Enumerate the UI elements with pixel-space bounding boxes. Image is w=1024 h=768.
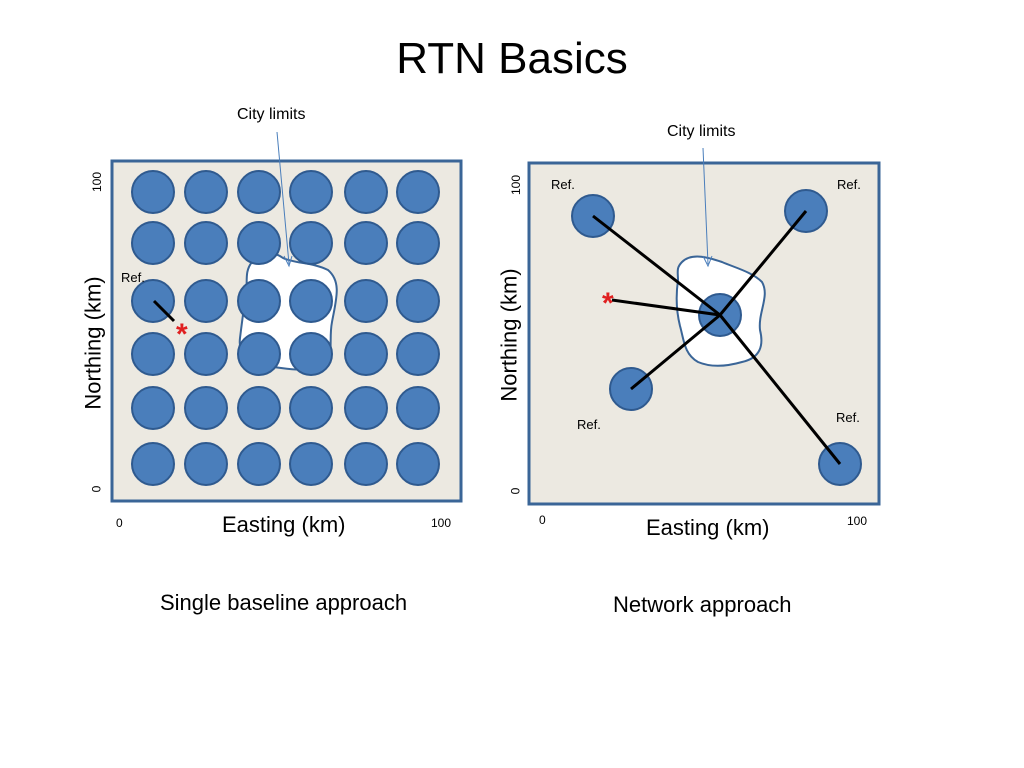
slide-title: RTN Basics	[396, 34, 628, 83]
left-ref-station	[289, 332, 333, 376]
left-ref-station	[344, 332, 388, 376]
right-ref-label-sw: Ref.	[577, 417, 601, 432]
left-ref-station	[344, 279, 388, 323]
right-x-tick-max: 100	[847, 514, 868, 528]
left-x-axis-label: Easting (km)	[222, 512, 346, 537]
left-ref-station	[396, 279, 440, 323]
left-ref-station	[237, 221, 281, 265]
left-y-tick-max: 100	[90, 171, 105, 193]
right-ref-label-nw: Ref.	[551, 177, 575, 192]
right-baseline-se	[718, 314, 842, 465]
right-ref-label-ne: Ref.	[837, 177, 861, 192]
left-ref-station	[396, 332, 440, 376]
right-x-axis-label: Easting (km)	[646, 515, 770, 540]
left-x-tick-max: 100	[431, 516, 452, 530]
left-ref-station	[184, 332, 228, 376]
left-x-tick-min: 0	[116, 516, 123, 530]
left-ref-station	[131, 442, 175, 486]
left-panel	[110, 131, 463, 503]
right-caption: Network approach	[613, 592, 792, 617]
left-ref-station	[344, 386, 388, 430]
left-ref-station	[237, 170, 281, 214]
left-ref-station	[344, 221, 388, 265]
left-ref-station	[289, 279, 333, 323]
left-ref-station	[289, 386, 333, 430]
left-ref-station	[184, 170, 228, 214]
left-station-grid-overlay	[237, 221, 333, 376]
left-ref-station	[289, 170, 333, 214]
left-ref-station	[237, 442, 281, 486]
left-ref-station	[184, 221, 228, 265]
left-y-tick-min: 0	[89, 485, 104, 493]
left-ref-station	[131, 332, 175, 376]
left-ref-station	[131, 170, 175, 214]
right-rover-marker: *	[602, 287, 614, 320]
left-city-pointer	[276, 131, 290, 265]
left-ref-station	[131, 221, 175, 265]
left-ref-station	[289, 221, 333, 265]
right-rover-line	[611, 298, 721, 317]
left-ref-station	[344, 170, 388, 214]
left-caption: Single baseline approach	[160, 590, 408, 615]
left-ref-station	[237, 279, 281, 323]
right-y-tick-max: 100	[509, 174, 524, 196]
right-baseline-sw	[630, 313, 721, 391]
left-ref-station	[184, 386, 228, 430]
left-ref-station	[237, 332, 281, 376]
left-ref-station	[184, 442, 228, 486]
right-y-axis-label: Northing (km)	[496, 268, 522, 402]
left-ref-station	[184, 279, 228, 323]
left-ref-station	[396, 221, 440, 265]
right-city-limits-label: City limits	[667, 123, 736, 140]
right-panel	[527, 147, 881, 506]
left-ref-station	[396, 170, 440, 214]
left-ref-station	[289, 442, 333, 486]
left-ref-station	[131, 386, 175, 430]
left-ref-station	[396, 442, 440, 486]
left-city-pointer-arrowhead	[283, 255, 293, 268]
left-ref-station	[396, 386, 440, 430]
right-x-tick-min: 0	[539, 513, 546, 527]
left-ref-station	[237, 386, 281, 430]
right-ref-label-se: Ref.	[836, 410, 860, 425]
left-ref-station	[344, 442, 388, 486]
right-city-pointer	[702, 147, 709, 265]
right-city-pointer-arrowhead	[702, 255, 713, 268]
right-baseline-ne	[718, 210, 808, 316]
left-y-axis-label: Northing (km)	[80, 276, 106, 410]
left-ref-label: Ref.	[121, 270, 145, 285]
left-baseline-line	[152, 299, 176, 323]
right-y-tick-min: 0	[508, 487, 523, 495]
right-baseline-nw	[592, 214, 721, 317]
left-rover-marker: *	[176, 318, 188, 351]
left-city-limits-label: City limits	[237, 106, 306, 123]
